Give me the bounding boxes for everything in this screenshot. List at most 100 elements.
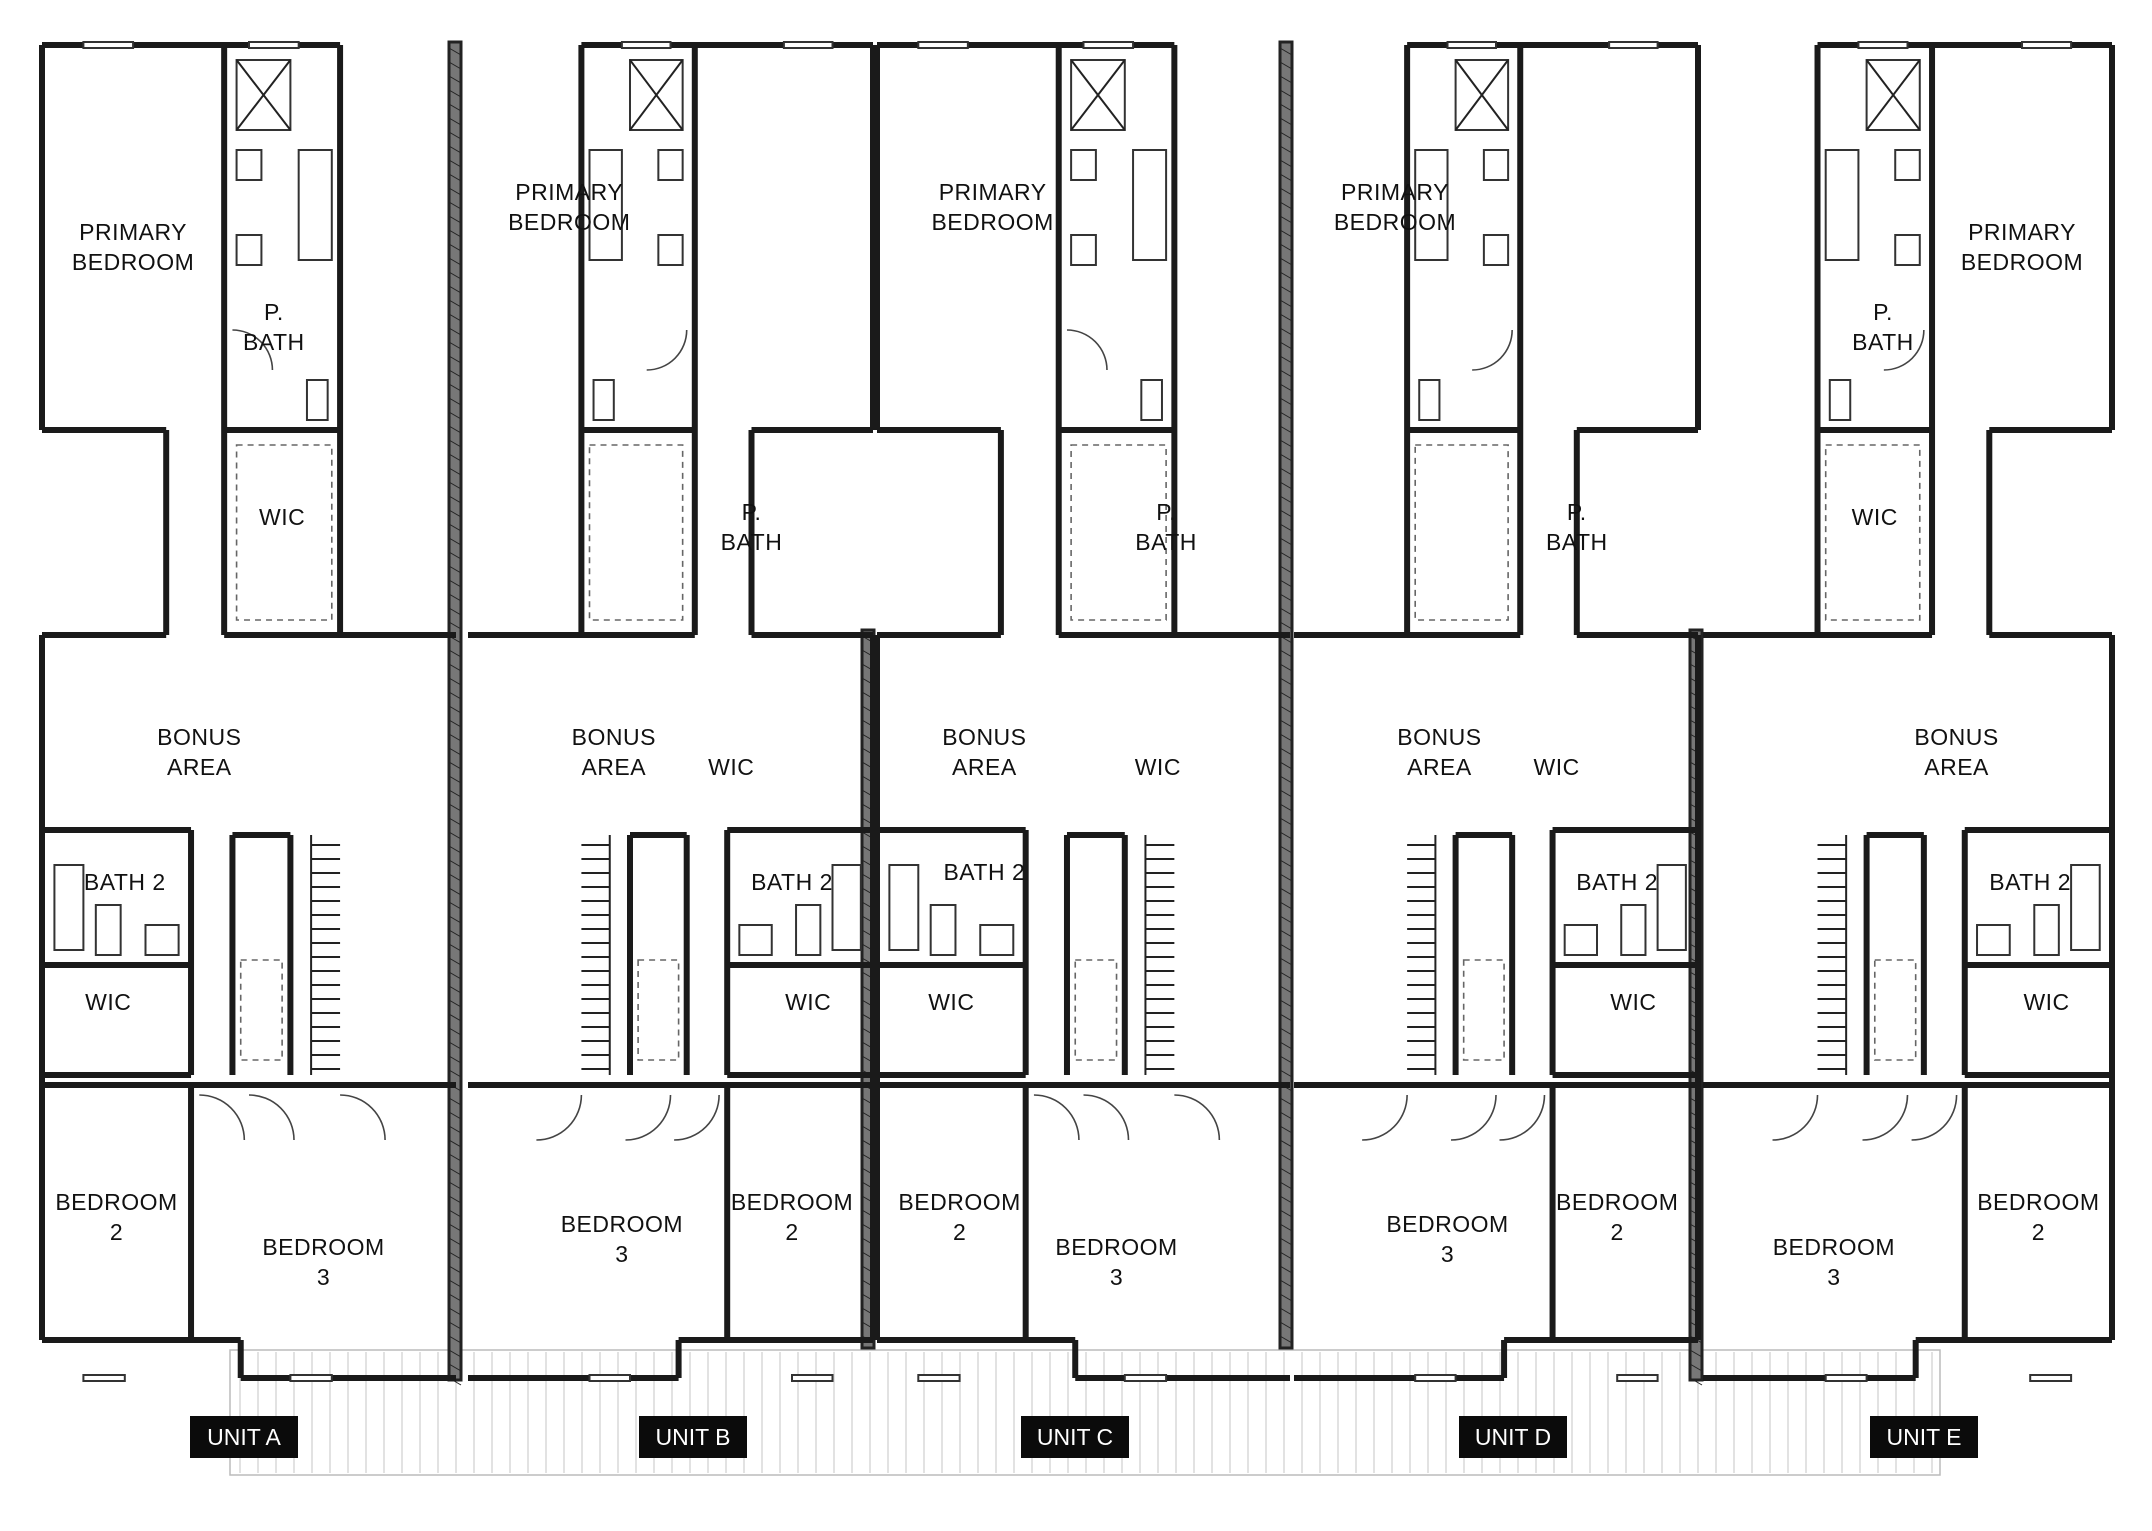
sink bbox=[1070, 234, 1097, 266]
bathtub bbox=[1656, 864, 1687, 951]
party-wall-hatch bbox=[448, 1209, 462, 1218]
window bbox=[917, 41, 969, 49]
party-wall-hatch bbox=[448, 1335, 462, 1344]
party-wall-hatch bbox=[1279, 887, 1293, 896]
party-wall-hatch bbox=[448, 1195, 462, 1204]
party-wall-hatch bbox=[448, 523, 462, 532]
party-wall-hatch bbox=[448, 1349, 462, 1358]
party-wall-hatch bbox=[448, 201, 462, 210]
room-label-line2: 2 bbox=[1611, 1219, 1624, 1245]
room-label-line2: 2 bbox=[2032, 1219, 2045, 1245]
room-label-line1: PRIMARY bbox=[1341, 179, 1449, 205]
party-wall-hatch bbox=[1279, 999, 1293, 1008]
window bbox=[1446, 41, 1498, 49]
party-wall-hatch bbox=[1279, 103, 1293, 112]
party-wall-hatch bbox=[448, 75, 462, 84]
party-wall-hatch bbox=[448, 649, 462, 658]
party-wall-hatch bbox=[1279, 47, 1293, 56]
room-label-line2: 3 bbox=[1441, 1241, 1454, 1267]
party-wall-hatch bbox=[1279, 985, 1293, 994]
door-swing bbox=[248, 1094, 295, 1141]
party-wall-hatch bbox=[1279, 75, 1293, 84]
room-label-line1: P. bbox=[1567, 499, 1587, 525]
party-wall-hatch bbox=[1279, 411, 1293, 420]
party-wall-hatch bbox=[1279, 369, 1293, 378]
party-wall-hatch bbox=[1279, 299, 1293, 308]
party-wall-hatch bbox=[1279, 229, 1293, 238]
window bbox=[791, 1374, 834, 1382]
room-label-line2: 3 bbox=[615, 1241, 628, 1267]
room-label-line2: 3 bbox=[317, 1264, 330, 1290]
party-wall-hatch bbox=[1279, 327, 1293, 336]
party-wall-hatch bbox=[448, 159, 462, 168]
door-swing bbox=[646, 329, 688, 371]
room-label-line1: BONUS bbox=[572, 724, 656, 750]
toilet bbox=[929, 904, 957, 956]
party-wall-hatch bbox=[448, 299, 462, 308]
party-wall-hatch bbox=[1279, 677, 1293, 686]
room-label-line1: BONUS bbox=[157, 724, 241, 750]
room-label-line2: BEDROOM bbox=[508, 209, 630, 235]
toilet bbox=[1140, 379, 1163, 421]
party-wall-hatch bbox=[448, 187, 462, 196]
party-wall-hatch bbox=[448, 1027, 462, 1036]
party-wall-hatch bbox=[1279, 89, 1293, 98]
toilet bbox=[1418, 379, 1441, 421]
window bbox=[782, 41, 834, 49]
party-wall-hatch bbox=[1279, 761, 1293, 770]
party-wall-hatch bbox=[448, 47, 462, 56]
room-label-line2: BEDROOM bbox=[72, 249, 194, 275]
window bbox=[1608, 41, 1659, 49]
room-label-line1: BONUS bbox=[942, 724, 1026, 750]
party-wall-hatch bbox=[448, 999, 462, 1008]
door-swing bbox=[1862, 1094, 1909, 1141]
room-label-line1: BEDROOM bbox=[898, 1189, 1020, 1215]
party-wall-hatch bbox=[1279, 313, 1293, 322]
room-label-line2: 3 bbox=[1827, 1264, 1840, 1290]
door-swing bbox=[1362, 1094, 1408, 1141]
party-wall-hatch bbox=[1279, 145, 1293, 154]
party-wall-hatch bbox=[1279, 789, 1293, 798]
party-wall-hatch bbox=[448, 705, 462, 714]
party-wall-hatch bbox=[448, 1293, 462, 1302]
bathtub bbox=[2070, 864, 2101, 951]
party-wall-hatch bbox=[448, 1181, 462, 1190]
party-wall-hatch bbox=[1279, 1153, 1293, 1162]
party-wall-hatch bbox=[1279, 537, 1293, 546]
party-wall-hatch bbox=[1279, 1013, 1293, 1022]
room-label-pbath: P.BATH bbox=[721, 499, 783, 555]
party-wall-hatch bbox=[448, 677, 462, 686]
party-wall-hatch bbox=[448, 663, 462, 672]
shower-cross bbox=[235, 59, 292, 131]
party-wall-hatch bbox=[1279, 901, 1293, 910]
window bbox=[1414, 1374, 1457, 1382]
party-wall-hatch bbox=[448, 733, 462, 742]
room-label-line2: BATH bbox=[1546, 529, 1608, 555]
party-wall-hatch bbox=[1279, 971, 1293, 980]
window bbox=[1616, 1374, 1659, 1382]
toilet bbox=[1828, 379, 1852, 421]
party-wall-hatch bbox=[1279, 1027, 1293, 1036]
party-wall-hatch bbox=[1279, 929, 1293, 938]
party-wall-hatch bbox=[1279, 257, 1293, 266]
room-label-line2: BEDROOM bbox=[1334, 209, 1456, 235]
party-wall-hatch bbox=[1279, 1097, 1293, 1106]
room-label-line1: PRIMARY bbox=[79, 219, 187, 245]
laundry-machines bbox=[1074, 959, 1118, 1061]
party-wall-hatch bbox=[448, 887, 462, 896]
room-label-wic2: WIC bbox=[85, 989, 131, 1015]
room-label-primary: PRIMARY BEDROOM bbox=[72, 219, 194, 275]
party-wall-hatch bbox=[1279, 1125, 1293, 1134]
party-wall-hatch bbox=[1279, 1265, 1293, 1274]
toilet bbox=[305, 379, 329, 421]
party-wall-hatch bbox=[1279, 775, 1293, 784]
window bbox=[1082, 41, 1135, 49]
party-wall-hatch bbox=[1279, 201, 1293, 210]
party-wall-hatch bbox=[1279, 1069, 1293, 1078]
party-wall-hatch bbox=[1279, 523, 1293, 532]
